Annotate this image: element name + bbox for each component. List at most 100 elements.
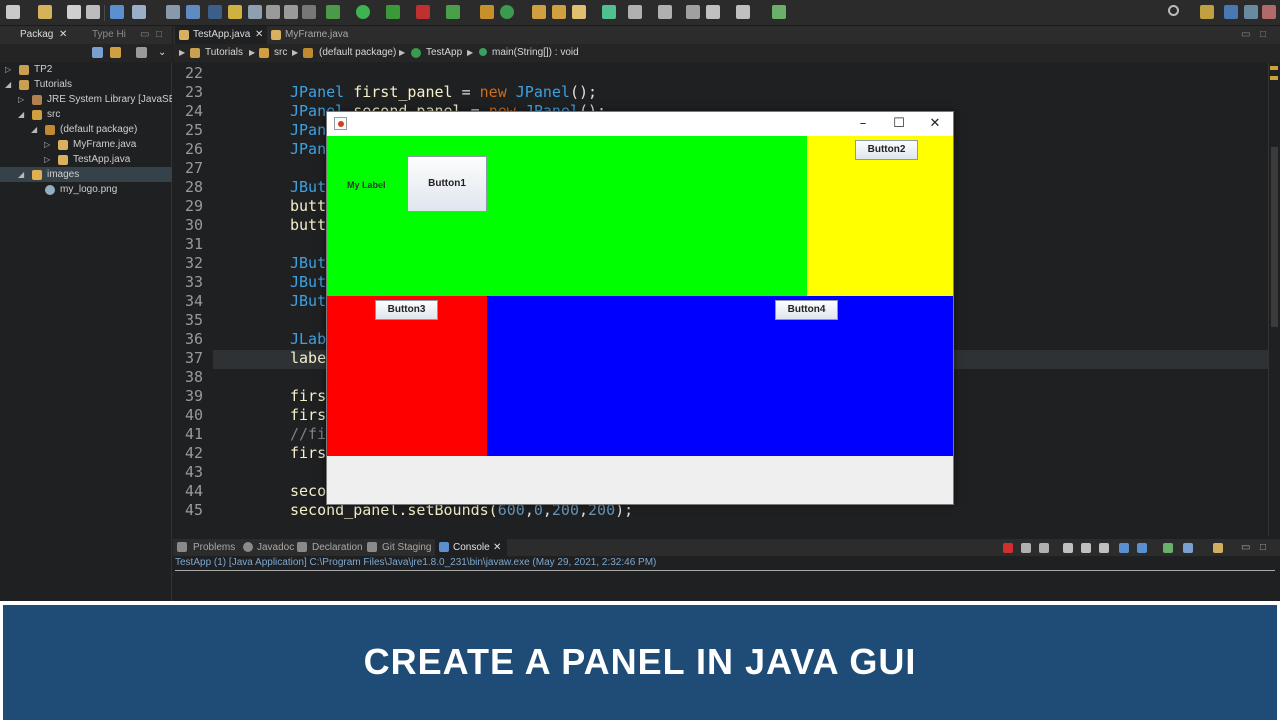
collapse-icon[interactable]: ◢: [31, 125, 38, 134]
minimize-icon[interactable]: ▭: [1241, 542, 1251, 553]
forward-icon[interactable]: [736, 5, 750, 19]
word-wrap-icon[interactable]: [284, 5, 298, 19]
perspective-git-icon[interactable]: [1262, 5, 1276, 19]
link-with-editor-icon[interactable]: [110, 47, 121, 58]
back-icon[interactable]: [706, 5, 720, 19]
tree-item-tutorials[interactable]: ◢ Tutorials: [5, 79, 72, 90]
collapse-icon[interactable]: ◢: [18, 110, 25, 119]
close-icon[interactable]: ✕: [493, 542, 502, 553]
expand-icon[interactable]: ▷: [5, 65, 12, 74]
expand-icon[interactable]: ▷: [44, 155, 51, 164]
toggle-mark-occurrences-icon[interactable]: [208, 5, 222, 19]
show-on-output-icon[interactable]: [1119, 543, 1129, 553]
button2[interactable]: Button2: [855, 140, 918, 160]
format-icon[interactable]: [132, 5, 146, 19]
perspective-debug-icon[interactable]: [1244, 5, 1258, 19]
next-annotation-icon[interactable]: [628, 5, 642, 19]
block-selection-icon[interactable]: [266, 5, 280, 19]
breadcrumb-main-method[interactable]: main(String[]) : void: [492, 47, 579, 58]
console-output[interactable]: TestApp (1) [Java Application] C:\Progra…: [173, 556, 1280, 601]
focus-icon[interactable]: [136, 47, 147, 58]
tree-item-default-package[interactable]: ◢ (default package): [31, 124, 138, 135]
profile-icon[interactable]: [416, 5, 430, 19]
external-tools-icon[interactable]: [446, 5, 460, 19]
terminate-icon[interactable]: [1003, 543, 1013, 553]
minimize-button[interactable]: –: [859, 116, 867, 131]
run-icon[interactable]: [356, 5, 370, 19]
scrollbar-thumb[interactable]: [1271, 147, 1278, 327]
maximize-button[interactable]: ☐: [893, 116, 905, 131]
tree-item-images[interactable]: ◢ images: [0, 167, 172, 182]
button1[interactable]: Button1: [407, 156, 487, 212]
terminal-icon[interactable]: [110, 5, 124, 19]
skip-breakpoints-icon[interactable]: [166, 5, 180, 19]
save-icon[interactable]: [67, 5, 81, 19]
word-wrap-icon[interactable]: [1099, 543, 1109, 553]
view-menu-icon[interactable]: ⌄: [158, 47, 167, 58]
pin-editor-icon[interactable]: [772, 5, 786, 19]
new-java-project-icon[interactable]: [480, 5, 494, 19]
highlight-icon[interactable]: [602, 5, 616, 19]
collapse-icon[interactable]: ◢: [18, 170, 25, 179]
breadcrumb-tutorials[interactable]: Tutorials: [205, 47, 243, 58]
expand-icon[interactable]: ▷: [18, 95, 25, 104]
previous-annotation-icon[interactable]: [658, 5, 672, 19]
tree-item-logo[interactable]: my_logo.png: [0, 182, 172, 197]
scroll-lock-icon[interactable]: [1081, 543, 1091, 553]
breadcrumb-default-package[interactable]: (default package): [319, 47, 397, 58]
show-whitespace-icon[interactable]: [302, 5, 316, 19]
close-button[interactable]: ✕: [929, 116, 941, 131]
tree-item-src[interactable]: ◢ src: [18, 109, 61, 120]
collapse-icon[interactable]: ◢: [5, 80, 12, 89]
button3[interactable]: Button3: [375, 300, 438, 320]
maximize-icon[interactable]: □: [1260, 29, 1267, 40]
debug-icon[interactable]: [326, 5, 340, 19]
new-icon[interactable]: [6, 5, 20, 19]
maximize-icon[interactable]: □: [156, 29, 163, 40]
save-all-icon[interactable]: [86, 5, 100, 19]
breadcrumb-testapp[interactable]: TestApp: [426, 47, 463, 58]
tab-type-hierarchy[interactable]: Type Hi: [92, 29, 126, 40]
button4[interactable]: Button4: [775, 300, 838, 320]
clear-console-icon[interactable]: [1063, 543, 1073, 553]
show-on-error-icon[interactable]: [1137, 543, 1147, 553]
breadcrumb-src[interactable]: src: [274, 47, 288, 58]
minimize-icon[interactable]: ▭: [140, 29, 150, 40]
overview-ruler-marker[interactable]: [1270, 66, 1278, 70]
brush-icon[interactable]: [572, 5, 586, 19]
new-class-icon[interactable]: [500, 5, 514, 19]
remove-launch-icon[interactable]: [1021, 543, 1031, 553]
remove-all-icon[interactable]: [1039, 543, 1049, 553]
open-type-icon[interactable]: [532, 5, 546, 19]
pin-console-icon[interactable]: [1163, 543, 1173, 553]
search-next-icon[interactable]: [248, 5, 262, 19]
coverage-icon[interactable]: [386, 5, 400, 19]
maximize-icon[interactable]: □: [1260, 542, 1267, 553]
window-title-bar[interactable]: – ☐ ✕: [327, 112, 953, 136]
java-frame-window[interactable]: – ☐ ✕ My Label Button1 Button2 Button3 B…: [326, 111, 954, 505]
minimize-icon[interactable]: ▭: [1241, 29, 1251, 40]
tree-item-myframe[interactable]: ▷ MyFrame.java: [44, 139, 137, 150]
tree-item-tp2[interactable]: ▷ TP2: [5, 64, 53, 75]
expand-icon[interactable]: ▷: [44, 140, 51, 149]
overview-ruler-marker[interactable]: [1270, 76, 1278, 80]
pencil-icon[interactable]: [228, 5, 242, 19]
close-icon[interactable]: ✕: [59, 29, 68, 40]
tab-console[interactable]: Console ✕: [435, 539, 507, 556]
last-edit-icon[interactable]: [686, 5, 700, 19]
search-icon[interactable]: [1168, 5, 1179, 16]
tree-item-testapp[interactable]: ▷ TestApp.java: [44, 154, 131, 165]
collapse-all-icon[interactable]: [92, 47, 103, 58]
tab-package-explorer[interactable]: Packag: [20, 29, 54, 40]
perspective-java-ee-icon[interactable]: [1200, 5, 1214, 19]
close-icon[interactable]: ✕: [255, 29, 264, 40]
tab-testapp-java[interactable]: TestApp.java ✕: [175, 26, 267, 44]
perspective-java-icon[interactable]: [1224, 5, 1238, 19]
tab-myframe-java[interactable]: MyFrame.java: [269, 26, 359, 44]
tree-item-jre-library[interactable]: ▷ JRE System Library [JavaSE-1.8: [18, 94, 172, 105]
open-console-icon[interactable]: [1213, 543, 1223, 553]
open-perspective-icon[interactable]: [186, 5, 200, 19]
open-task-icon[interactable]: [552, 5, 566, 19]
display-console-icon[interactable]: [1183, 543, 1193, 553]
open-icon[interactable]: [38, 5, 52, 19]
